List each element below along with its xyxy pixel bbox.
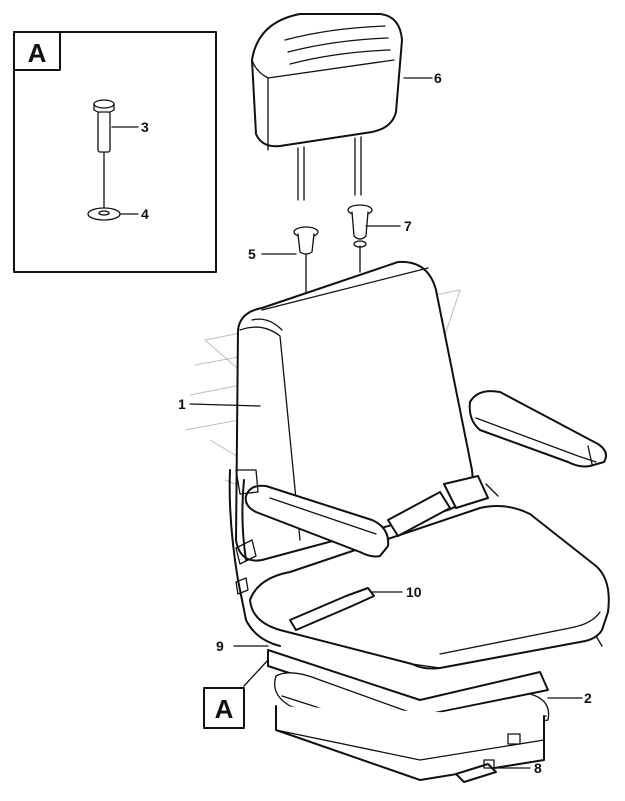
view-marker-label: A <box>215 694 234 724</box>
leader-lines <box>189 77 583 769</box>
washer-part <box>87 207 121 221</box>
headrest-guide-right <box>347 204 373 273</box>
suspension-base <box>267 635 603 781</box>
callout-8: 8 <box>534 760 542 776</box>
callout-1: 1 <box>178 396 186 412</box>
handle-part <box>455 759 497 783</box>
right-armrest <box>468 390 607 468</box>
detail-box-label: A <box>28 38 47 68</box>
seat-belt <box>387 475 499 537</box>
left-armrest <box>244 484 390 558</box>
headrest-guide-left <box>293 226 319 301</box>
adjustment-lever <box>289 587 375 631</box>
callout-10: 10 <box>406 584 422 600</box>
seat-frame <box>228 469 281 647</box>
detail-box: A <box>13 31 217 273</box>
seat-cushion <box>249 505 610 670</box>
callout-6: 6 <box>434 70 442 86</box>
callout-7: 7 <box>404 218 412 234</box>
callout-5: 5 <box>248 246 256 262</box>
view-marker: A <box>203 687 245 729</box>
bolt-part <box>93 99 115 211</box>
callout-2: 2 <box>584 690 592 706</box>
callout-3: 3 <box>141 119 149 135</box>
headrest <box>251 13 403 201</box>
callout-9: 9 <box>216 638 224 654</box>
callout-4: 4 <box>141 206 149 222</box>
